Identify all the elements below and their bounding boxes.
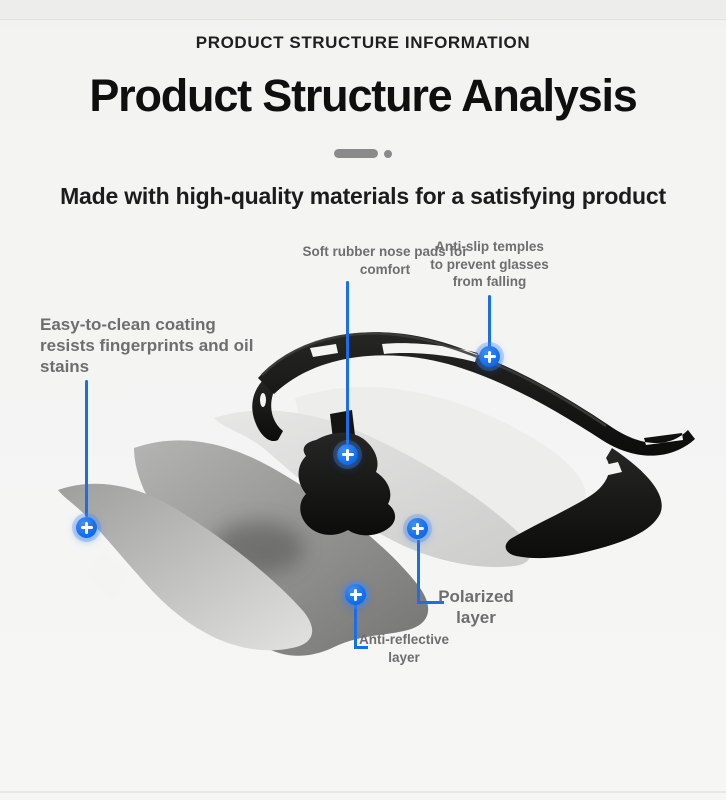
title-divider — [0, 145, 726, 159]
plus-icon-bar — [354, 588, 357, 601]
annotation-nose-pads: Soft rubber nose pads for comfort — [273, 243, 497, 278]
nose-pad-assembly — [298, 432, 396, 536]
plus-marker-icon — [337, 444, 358, 465]
plus-marker-icon — [345, 584, 366, 605]
annotation-line: Easy-to-clean coating — [40, 315, 216, 334]
plus-icon-bar — [85, 521, 88, 534]
connector-anti-reflective — [354, 605, 368, 649]
annotation-line: resists fingerprints and oil — [40, 336, 254, 355]
annotation-line: stains — [40, 357, 90, 376]
plus-marker-icon — [479, 346, 500, 367]
plus-icon-bar — [488, 350, 491, 363]
clear-lens — [295, 387, 586, 548]
frame-highlight — [261, 332, 607, 428]
annotation-line: layer — [456, 608, 496, 627]
connector-temples — [488, 295, 491, 347]
plus-marker-icon — [76, 517, 97, 538]
right-lens-rim — [505, 448, 662, 559]
connector-coating — [85, 380, 88, 517]
annotation-polarized: Polarized layer — [424, 586, 528, 628]
left-temple-slot — [260, 393, 266, 407]
annotation-line: to prevent glasses — [430, 256, 549, 272]
bottom-divider-line — [0, 791, 726, 793]
annotation-anti-reflective: Anti-reflective layer — [350, 631, 458, 666]
annotation-line: layer — [388, 649, 420, 665]
annotation-line: Soft rubber nose pads for — [302, 244, 468, 259]
annotation-line: from falling — [452, 274, 527, 289]
divider-dash-icon — [334, 149, 378, 159]
lens-layer-coating — [58, 483, 313, 651]
plus-marker-icon — [407, 518, 428, 539]
connector-nose-pads — [346, 281, 349, 444]
left-temple-arm — [252, 379, 283, 442]
plus-icon-bar — [416, 522, 419, 535]
annotation-line: comfort — [359, 261, 411, 277]
subtitle: Made with high-quality materials for a s… — [60, 183, 666, 209]
frame-brow-bar — [258, 332, 695, 456]
annotation-line: Anti-slip temples — [435, 239, 544, 254]
plus-icon-bar — [346, 448, 349, 461]
annotation-line: Anti-reflective — [358, 632, 450, 647]
divider-dot-icon — [384, 149, 392, 158]
lens-notch — [86, 552, 130, 600]
connector-polarized — [417, 540, 444, 604]
page-title: Product Structure Analysis — [89, 70, 637, 121]
annotation-coating: Easy-to-clean coating resists fingerprin… — [40, 314, 282, 377]
annotation-temples: Anti-slip temples to prevent glasses fro… — [427, 238, 552, 291]
eyebrow-heading: PRODUCT STRUCTURE INFORMATION — [195, 33, 531, 52]
right-rim-slot — [600, 462, 622, 476]
top-band — [0, 0, 726, 20]
annotation-line: Polarized — [438, 587, 514, 606]
